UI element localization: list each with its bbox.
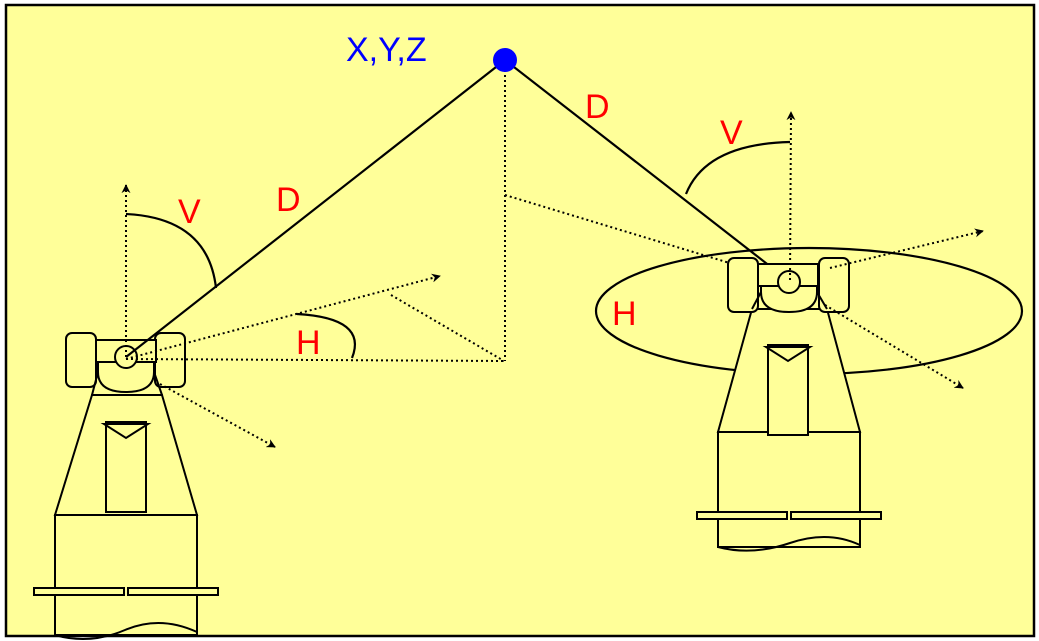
right-tripod: [696, 308, 882, 552]
left-distance-label: D: [276, 181, 301, 219]
right-vertical-axis: [786, 111, 796, 281]
left-direction-arrow: [125, 273, 441, 360]
left-vertical-angle-arc: [125, 212, 218, 289]
left-horizontal-line: [125, 358, 505, 362]
target-point: [493, 48, 517, 72]
ground-projection-line: [390, 294, 505, 362]
right-vertical-angle-arc: [684, 140, 791, 195]
left-tripod: [33, 394, 219, 640]
right-instrument: D V H: [585, 88, 1024, 552]
left-horizontal-angle-arc: [296, 312, 357, 359]
left-distance-line: [125, 59, 506, 358]
right-vertical-label: V: [720, 114, 743, 152]
right-distance-label: D: [585, 88, 610, 126]
right-instrument-head: [727, 257, 850, 314]
left-instrument: V D H: [33, 181, 505, 640]
left-vertical-label: V: [178, 193, 201, 231]
right-perpendicular-arrow: [824, 304, 964, 389]
right-distance-line: [504, 59, 790, 282]
right-direction-arrow: [829, 228, 984, 269]
left-horizontal-label: H: [296, 324, 321, 362]
left-instrument-head: [65, 332, 186, 396]
left-perpendicular-arrow: [159, 383, 276, 448]
right-horizontal-label: H: [612, 295, 637, 333]
target-label: X,Y,Z: [346, 31, 427, 69]
